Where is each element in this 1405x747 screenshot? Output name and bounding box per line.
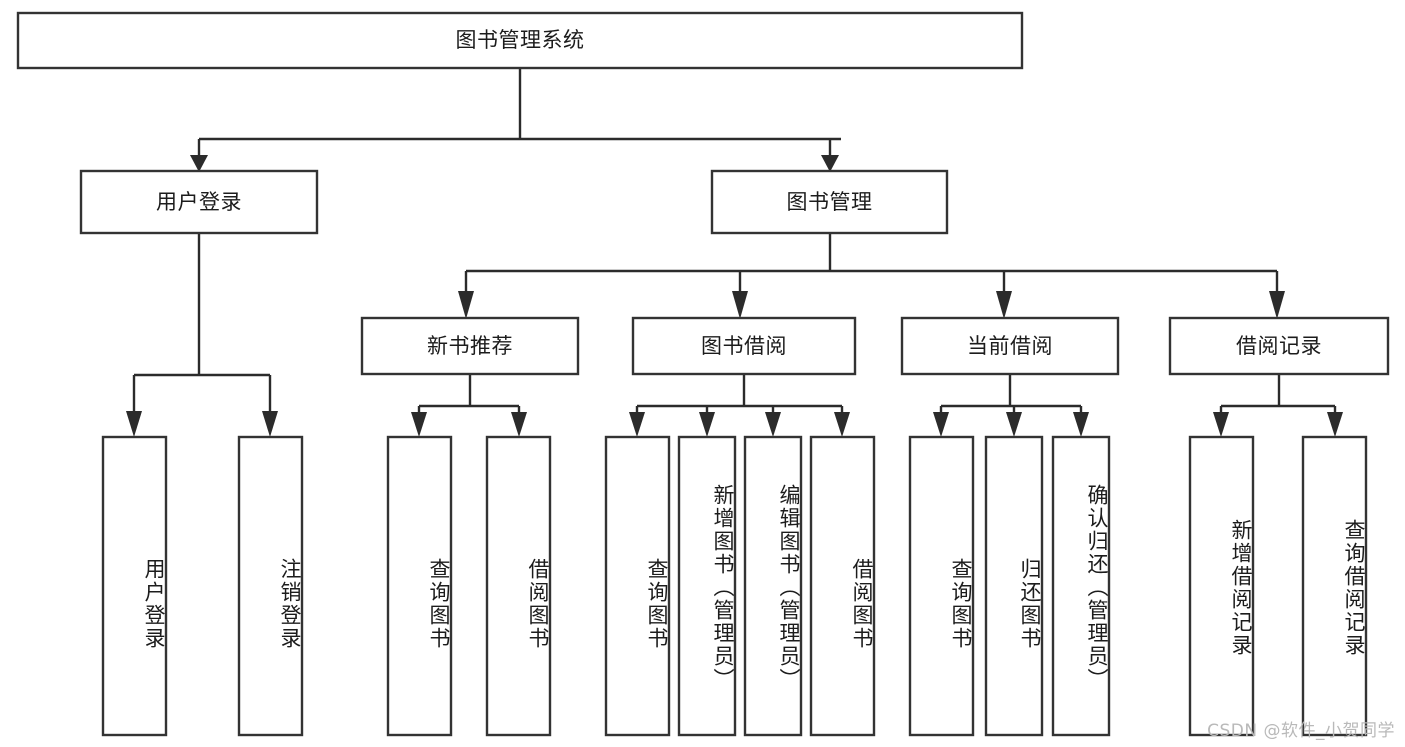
connector-group-root-to-level2 <box>190 68 841 172</box>
arrow-br-to-leaf-add-borrow-record <box>1213 412 1229 437</box>
node-box-leaf-query-book-current[interactable] <box>908 435 975 737</box>
arrow-ul-to-leaf-logout <box>262 411 278 437</box>
connector-group-book-management-to-level3 <box>458 233 1285 319</box>
connector-group-user-login-to-leaves <box>126 233 278 437</box>
arrow-bb-to-leaf-query-book <box>629 412 645 437</box>
arrow-bm-to-new-book-recommend <box>458 291 474 319</box>
connector-group-book-borrow-to-leaves <box>629 374 850 437</box>
arrow-ul-to-leaf-user-login <box>126 411 142 437</box>
arrow-bb-to-leaf-add-book <box>699 412 715 437</box>
arrow-root-to-user-login <box>190 155 208 172</box>
arrow-bb-to-leaf-edit-book <box>765 412 781 437</box>
node-box-book-management[interactable] <box>710 169 949 235</box>
watermark-text: CSDN @软件_小贺同学 <box>1207 721 1395 741</box>
node-box-book-borrow[interactable] <box>631 316 857 376</box>
arrow-cb-to-leaf-confirm-return <box>1073 412 1089 437</box>
arrow-bm-to-book-borrow <box>732 291 748 319</box>
node-box-borrow-record[interactable] <box>1168 316 1390 376</box>
arrow-nb-to-leaf-query-book <box>411 412 427 437</box>
node-box-leaf-borrow-book[interactable] <box>809 435 876 737</box>
node-box-leaf-query-book-recommend[interactable] <box>386 435 453 737</box>
arrow-br-to-leaf-query-borrow-record <box>1327 412 1343 437</box>
node-box-new-book-recommend[interactable] <box>360 316 580 376</box>
node-box-current-borrow[interactable] <box>900 316 1120 376</box>
arrow-cb-to-leaf-query-book <box>933 412 949 437</box>
node-box-leaf-add-borrow-record[interactable] <box>1188 435 1255 737</box>
node-box-leaf-borrow-book-recommend[interactable] <box>485 435 552 737</box>
arrow-bm-to-current-borrow <box>996 291 1012 319</box>
node-box-leaf-add-book[interactable] <box>677 435 737 737</box>
node-box-leaf-logout[interactable] <box>237 435 304 737</box>
arrow-bb-to-leaf-borrow-book <box>834 412 850 437</box>
arrow-cb-to-leaf-return-book <box>1006 412 1022 437</box>
node-box-leaf-return-book[interactable] <box>984 435 1044 737</box>
node-box-root[interactable] <box>16 11 1024 70</box>
connector-group-new-book-recommend-to-leaves <box>411 374 527 437</box>
node-box-leaf-user-login[interactable] <box>101 435 168 737</box>
node-box-leaf-query-borrow-record[interactable] <box>1301 435 1368 737</box>
connector-group-borrow-record-to-leaves <box>1213 374 1343 437</box>
arrow-root-to-book-management <box>821 155 839 172</box>
node-box-leaf-query-book-borrow[interactable] <box>604 435 671 737</box>
node-box-leaf-edit-book[interactable] <box>743 435 803 737</box>
connector-group-current-borrow-to-leaves <box>933 374 1089 437</box>
node-box-user-login[interactable] <box>79 169 319 235</box>
arrow-nb-to-leaf-borrow-book <box>511 412 527 437</box>
node-box-leaf-confirm-return[interactable] <box>1051 435 1111 737</box>
arrow-bm-to-borrow-record <box>1269 291 1285 319</box>
